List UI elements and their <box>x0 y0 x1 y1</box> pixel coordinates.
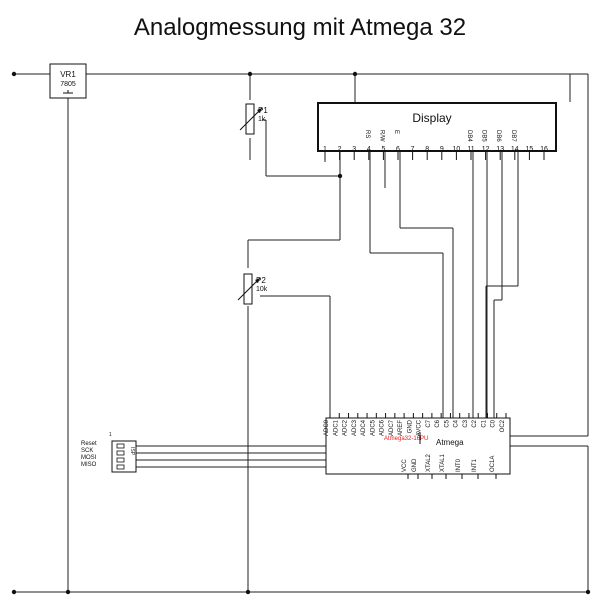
display-pin-number: 15 <box>526 146 534 153</box>
atmega-top-pin-label: AVCC <box>417 419 423 436</box>
isp-line-label: Reset <box>81 441 97 447</box>
display-signal-labels: RS R/W E DB4 DB5 DB6 DB7 <box>364 130 516 142</box>
atmega-top-pin-label: OC2 <box>500 419 506 432</box>
atmega-top-pin-label: ADC4 <box>361 419 367 436</box>
display-signal-label: E <box>393 130 399 134</box>
display-pin-number: 4 <box>367 146 371 153</box>
potentiometer-p2: P2 10k <box>237 273 268 305</box>
atmega-top-pin-label: C7 <box>426 419 432 427</box>
display-signal-label: DB6 <box>495 130 501 142</box>
display-pin-number: 8 <box>425 146 429 153</box>
atmega-top-pin-label: AREF <box>398 420 404 436</box>
atmega-top-pin-label: ADC7 <box>389 419 395 436</box>
isp-connector-label: ISP <box>129 447 135 456</box>
atmega-bottom-pin-label: XTAL1 <box>440 453 446 472</box>
display-label: Display <box>412 111 451 125</box>
display-signal-label: DB5 <box>481 130 487 142</box>
isp-pin <box>116 464 125 470</box>
display-pin-number: 11 <box>467 146 474 153</box>
display-pin-number: 1 <box>323 146 327 153</box>
atmega-top-pin-label: C3 <box>463 419 469 427</box>
p2-name: P2 <box>256 276 266 285</box>
wires <box>14 73 589 593</box>
atmega-top-pin-label: GND <box>407 419 413 433</box>
atmega-bottom-pins: VCC GND XTAL2 XTAL1 INT0 INT1 OC1A <box>402 453 497 479</box>
isp-pin <box>116 450 125 456</box>
atmega-top-pin-label: C4 <box>454 419 460 427</box>
display-pin-number: 10 <box>453 146 461 153</box>
display-pin-number: 5 <box>381 146 385 153</box>
display-pin-number: 16 <box>540 146 548 153</box>
schematic-title: Analogmessung mit Atmega 32 <box>133 14 467 41</box>
vr1-name: VR1 <box>60 70 76 79</box>
atmega-top-pin-label: C1 <box>481 419 487 427</box>
atmega-top-pin-label: C5 <box>444 419 450 427</box>
atmega-bottom-pin-label: GND <box>412 458 418 472</box>
display-signal-label: DB4 <box>466 130 472 142</box>
atmega-top-pin-label: C6 <box>435 419 441 427</box>
isp-line-label: MOSI <box>81 455 97 461</box>
atmega-red-label: Atmega32-16PU <box>384 436 428 442</box>
isp-pin <box>116 457 125 463</box>
isp-pin <box>116 443 125 449</box>
atmega-top-pin-label: ADC3 <box>352 419 358 436</box>
vr1-part: 7805 <box>60 81 76 88</box>
atmega-top-pin-label: ADC5 <box>370 419 376 436</box>
display-pin-number: 7 <box>411 146 415 153</box>
atmega-bottom-pin-label: VCC <box>402 459 408 472</box>
atmega-bottom-pin-label: INT0 <box>456 458 462 472</box>
p2-value: 10k <box>256 286 268 293</box>
atmega-bottom-pin-label: XTAL2 <box>426 453 432 472</box>
display-pin-number: 6 <box>396 146 400 153</box>
voltage-regulator-vr1: VR1 7805 <box>49 63 87 99</box>
isp-pin1-marker: 1 <box>109 432 112 438</box>
atmega-bottom-pin-label: OC1A <box>490 456 496 472</box>
potentiometer-p1: P1 1k <box>239 103 268 135</box>
atmega-top-pin-label: ADC1 <box>333 419 339 436</box>
display-pin-number: 2 <box>338 146 342 153</box>
atmega-top-pin-label: ADC0 <box>324 419 330 436</box>
p1-name: P1 <box>258 106 268 115</box>
isp-pins <box>116 443 125 470</box>
atmega-label: Atmega <box>436 438 464 447</box>
atmega-bottom-pin-label: INT1 <box>472 458 478 472</box>
atmega-top-pin-label: C0 <box>491 419 497 427</box>
display-pin-number: 14 <box>511 146 519 153</box>
atmega-top-pin-label: ADC2 <box>343 419 349 436</box>
display-pin-number: 13 <box>496 146 504 153</box>
isp-line-label: SCK <box>81 448 93 454</box>
display-pin-number: 12 <box>482 146 490 153</box>
isp-line-label: MISO <box>81 462 97 468</box>
display-signal-label: DB7 <box>510 130 516 142</box>
display-signal-label: R/W <box>378 130 384 142</box>
atmega-top-pin-label: C2 <box>472 419 478 427</box>
junction-dots <box>11 71 591 595</box>
p1-value: 1k <box>258 116 266 123</box>
atmega-top-pin-label: ADC6 <box>380 419 386 436</box>
display-pin-number: 9 <box>440 146 444 153</box>
display-signal-label: RS <box>364 130 370 138</box>
display-pin-number: 3 <box>352 146 356 153</box>
